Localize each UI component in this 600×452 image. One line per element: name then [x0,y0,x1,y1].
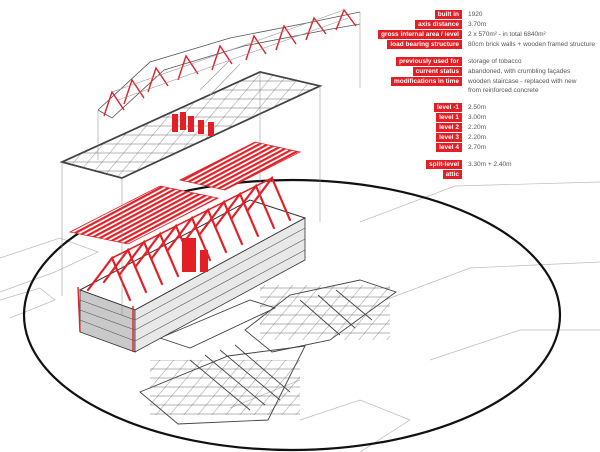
legend-row-level: level -1 2.50m [378,103,600,112]
legend-tag: level 1 [436,113,462,122]
legend-row-current-status: current status abandoned, with crumbling… [378,67,600,76]
legend-row-load-bearing: load bearing structure 80cm brick walls … [378,40,600,49]
legend-value: 2.20m [468,134,487,141]
legend-value: 80cm brick walls + wooden framed structu… [468,41,595,48]
legend-tag: built in [434,10,462,19]
exploded-slabs [68,141,302,245]
legend-tag: level -1 [433,103,462,112]
legend-row-level: level 1 3.00m [378,113,600,122]
legend-value: wooden staircase - replaced with new [468,78,577,85]
legend-value: 3.70m [468,21,487,28]
legend-tag: level 4 [436,143,462,152]
legend-row-attic: attic [378,170,600,179]
upper-floor-plan [59,71,323,179]
legend-value: 1920 [468,11,483,18]
legend-row-built-in: built in 1920 [378,10,600,19]
legend-tag: split-level [426,160,462,169]
roof-trusses [86,175,292,302]
legend-tag: previously used for [396,57,462,66]
legend-value: 2.50m [468,104,487,111]
legend-value: storage of tobacco [468,58,522,65]
legend-row-previously-used: previously used for storage of tobacco [378,57,600,66]
legend-tag: level 2 [436,123,462,132]
guide-lines [61,12,361,316]
roof-frame [97,8,361,119]
legend-row-level: level 4 2.70m [378,143,600,152]
legend-tag: axis distance [415,20,462,29]
legend-value: 2 x 570m² - in total 6840m² [468,31,546,38]
legend-value: 3.00m [468,114,487,121]
legend-value: 2.70m [468,144,487,151]
legend-row-modifications-cont: from reinforced concrete [378,86,600,95]
site-ellipse [22,178,562,452]
legend-value: abandoned, with crumbling façades [468,68,571,75]
legend-row-level: level 2 2.20m [378,123,600,132]
ground-plan [139,279,397,425]
legend-row-modifications: modifications in time wooden staircase -… [378,77,600,86]
legend-row-axis-distance: axis distance 3.70m [378,20,600,29]
legend-tag: level 3 [436,133,462,142]
legend-row-split-level: split-level 3.30m + 2.40m [378,160,600,169]
legend-row-level: level 3 2.20m [378,133,600,142]
legend-value: from reinforced concrete [468,87,539,94]
legend-row-gross-area: gross internal area / level 2 x 570m² - … [377,30,600,39]
legend-tag: gross internal area / level [377,30,462,39]
legend-tag: load bearing structure [387,40,462,49]
legend-value: 2.20m [468,124,487,131]
legend-tag: current status [412,67,462,76]
legend-tag: attic [442,170,462,179]
legend-tag: modifications in time [390,77,462,86]
legend-value: 3.30m + 2.40m [468,161,512,168]
